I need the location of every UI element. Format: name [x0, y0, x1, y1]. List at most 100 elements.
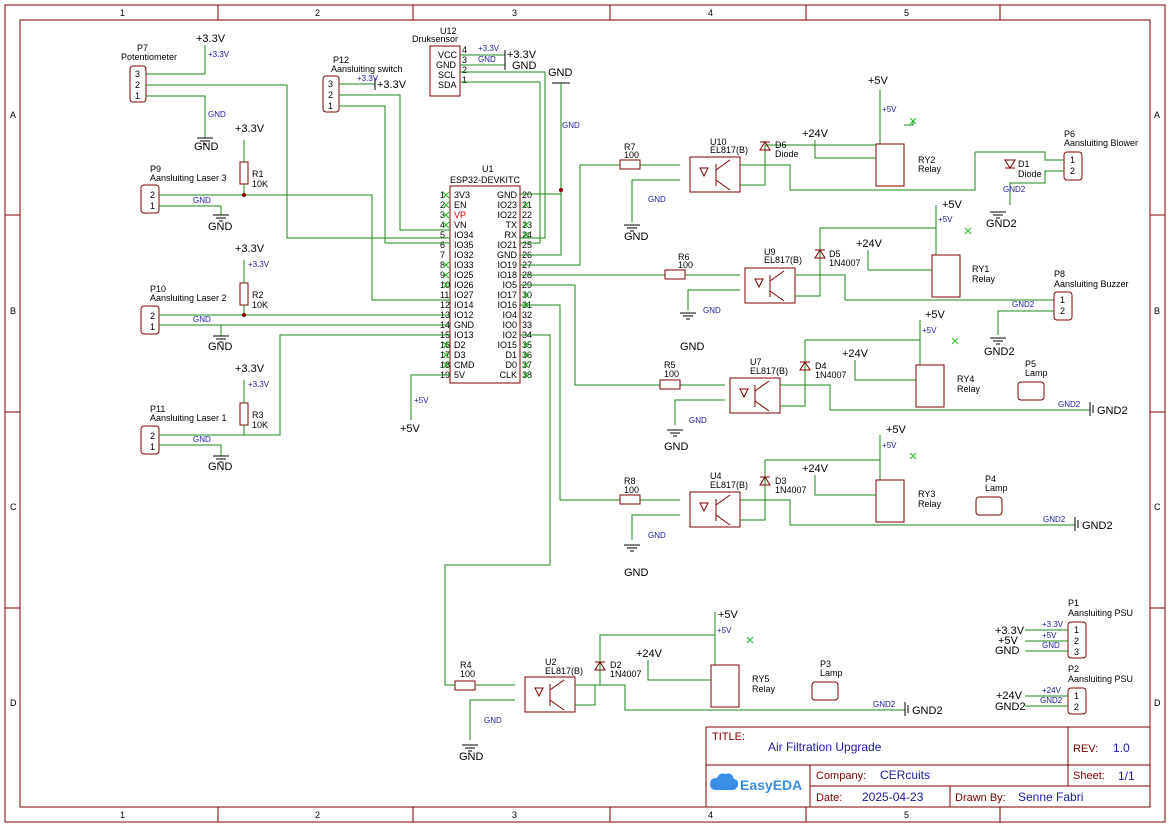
esp32-devkitc[interactable]: U1 ESP32-DEVKITC 3V31EN2VP3VN4IO345IO356…	[440, 164, 532, 384]
p1-pin1: 1	[1074, 625, 1079, 635]
connector-p10-laser2[interactable]: P10 Aansluiting Laser 2 2 1 GND GND	[140, 284, 450, 353]
gnd-top-label: GND	[548, 67, 573, 79]
p2-body	[1067, 687, 1087, 715]
ry2-body	[875, 143, 905, 187]
connector-p9-laser3[interactable]: P9 Aansluiting Laser 3 2 1 GND GND	[140, 164, 450, 301]
u1-pinnum-8: 8	[440, 260, 445, 270]
u2-ref: U2	[545, 657, 557, 667]
p6-gnd2-label: GND2	[986, 218, 1017, 230]
connector-p12-switch[interactable]: P12 Aansluiting switch 3 2 1 +3.3V +3.3V	[322, 55, 450, 244]
u1-pinnum-16: 16	[440, 340, 450, 350]
u1-pin-io18-28: IO18	[497, 270, 517, 280]
u10-body	[689, 156, 741, 193]
d2-name: 1N4007	[610, 669, 642, 679]
d4-ref: D4	[815, 361, 827, 371]
p11-ref: P11	[150, 404, 165, 414]
u1-pinnum-1: 1	[440, 190, 445, 200]
u1-pinnum-36: 36	[522, 350, 532, 360]
p3-body	[811, 681, 839, 701]
r3-3v3-label: +3.3V	[235, 363, 265, 375]
r2-ref: R2	[252, 290, 264, 300]
r1-value: 10K	[252, 179, 268, 189]
ry4-name: Relay	[957, 384, 981, 394]
connector-p8-buzzer[interactable]: P8 Aansluiting Buzzer 1 2 GND2 GND2	[984, 269, 1129, 358]
p6-body	[1063, 151, 1083, 181]
driver-channel-lamp-p4[interactable]: R8 100 U4 EL817(B) D3 1N4007 GND GND +5V…	[520, 304, 1075, 579]
p1-5v-net: +5V	[1042, 631, 1057, 640]
d6-name: Diode	[775, 149, 799, 159]
u12-gnd-net: GND	[478, 55, 496, 64]
col-label-2: 2	[315, 8, 320, 18]
u1-pinnum-37: 37	[522, 360, 532, 370]
row-label-b: B	[10, 306, 16, 316]
p7-pin2: 2	[135, 80, 140, 90]
u7-ref: U7	[750, 357, 762, 367]
p3-gnd2-label: GND2	[912, 705, 943, 717]
p8-pin1: 1	[1060, 295, 1065, 305]
driver-channel-blower[interactable]: R7 100 U10 EL817(B) D6 Diode GND GND +5V…	[520, 75, 976, 266]
resistor-r1[interactable]: R1 10K +3.3V	[235, 123, 268, 197]
driver-channel-lamp-p3[interactable]: R4 100 U2 EL817(B) D2 1N4007 GND GND +5V…	[444, 334, 905, 763]
u1-pin-io35: IO35	[454, 240, 474, 250]
u1-pinnum-23: 23	[522, 220, 532, 230]
u1-pin-io23-21: IO23	[497, 200, 517, 210]
r2-value: 10K	[252, 300, 268, 310]
p4-gnd2-net: GND2	[1043, 515, 1066, 524]
u1-pinnum-5: 5	[440, 230, 445, 240]
connector-p7-potentiometer[interactable]: P7 Potentiometer 3 2 1 +3.3V +3.3V GND G…	[121, 33, 450, 239]
r5-ref: R5	[664, 360, 676, 370]
u1-pinnum-11: 11	[440, 290, 449, 300]
gnd-top-net: GND	[562, 121, 580, 130]
p2-pin2: 2	[1074, 702, 1079, 712]
connector-p6-blower[interactable]: P6 Aansluiting Blower 1 2 D1 Diode GND2 …	[975, 129, 1138, 230]
row-label-a: A	[10, 110, 16, 120]
connector-p2-psu[interactable]: P2 Aansluiting PSU 1 2 +24V GND2 +24V GN…	[995, 664, 1133, 715]
u4-gnd-label: GND	[624, 567, 649, 579]
driver-channel-buzzer[interactable]: R6 100 U9 EL817(B) D5 1N4007 GND GND +5V…	[520, 199, 1060, 353]
connector-p1-psu[interactable]: P1 Aansluiting PSU 1 2 3 +3.3V +5V GND +…	[995, 598, 1133, 659]
p11-gnd-label: GND	[208, 461, 233, 473]
u1-pin-io0-33: IO0	[502, 320, 517, 330]
d3-ref: D3	[775, 476, 787, 486]
connector-p3-lamp[interactable]: P3 Lamp GND2 GND2	[811, 659, 943, 717]
u1-pin-io34: IO34	[454, 230, 474, 240]
connector-p11-laser1[interactable]: P11 Aansluiting Laser 1 2 1 GND GND	[140, 334, 450, 473]
resistor-r3[interactable]: R3 10K +3.3V +3.3V	[235, 363, 270, 435]
r4-body	[454, 680, 476, 691]
p8-name: Aansluiting Buzzer	[1054, 279, 1129, 289]
connector-p4-lamp[interactable]: P4 Lamp GND2 GND2	[975, 474, 1113, 532]
col-label-1: 1	[120, 8, 125, 18]
u1-body	[449, 185, 521, 384]
pressure-sensor[interactable]: U12 Druksensor VCC GND SCL SDA 4 3 2 1 +…	[412, 26, 546, 244]
p2-gnd2-label: GND2	[995, 701, 1026, 713]
d4-name: 1N4007	[815, 370, 847, 380]
p1-gnd-net: GND	[1042, 641, 1060, 650]
r8-body	[619, 494, 641, 505]
u1-pin-io19-27: IO19	[497, 260, 517, 270]
p7-3v3-net: +3.3V	[208, 50, 230, 59]
frame-column-labels: 1 2 3 4 5 1 2 3 4 5	[120, 8, 909, 820]
ry2-24v-label: +24V	[802, 128, 829, 140]
r7-body	[619, 159, 641, 170]
u1-pin-rx-24: RX	[504, 230, 517, 240]
date-label: Date:	[816, 792, 842, 804]
p9-pin2: 2	[150, 190, 155, 200]
u1-pin-5v: 5V	[454, 370, 465, 380]
resistor-r2[interactable]: R2 10K +3.3V +3.3V	[235, 243, 270, 317]
r5-value: 100	[664, 369, 679, 379]
p10-body	[140, 305, 160, 335]
u1-pin-cmd: CMD	[454, 360, 475, 370]
driver-channel-lamp-p5[interactable]: R5 100 U7 EL817(B) D4 1N4007 GND GND +5V…	[520, 284, 1090, 453]
r1-ref: R1	[252, 169, 264, 179]
p7-body	[129, 65, 147, 103]
p3-gnd2-net: GND2	[873, 700, 896, 709]
u4-gnd-net: GND	[648, 531, 666, 540]
title-value: Air Filtration Upgrade	[768, 740, 882, 754]
p1-name: Aansluiting PSU	[1068, 608, 1133, 618]
connector-p5-lamp[interactable]: P5 Lamp GND2 GND2	[1017, 359, 1128, 417]
row-label-d-right: D	[1154, 698, 1161, 708]
u12-pin-scl: SCL	[438, 70, 456, 80]
r3-body	[239, 402, 249, 426]
frame-row-labels: A B C D A B C D	[10, 110, 1161, 708]
r5-body	[659, 379, 681, 390]
